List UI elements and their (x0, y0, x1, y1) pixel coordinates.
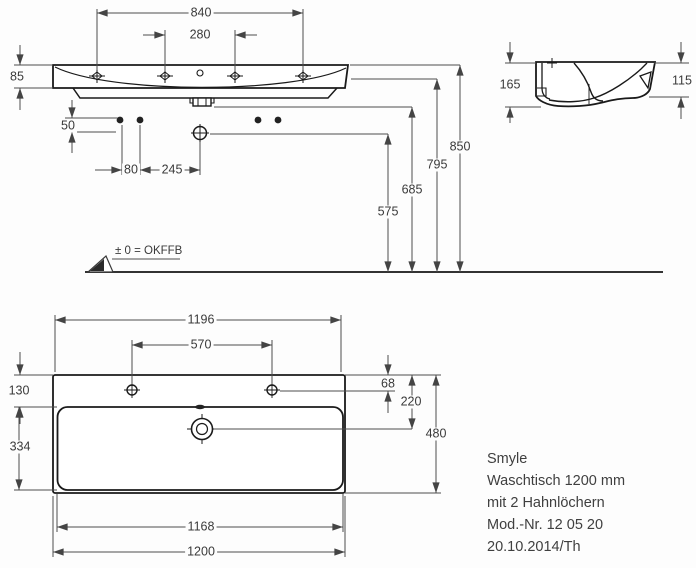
dim-label-1200: 1200 (185, 544, 217, 559)
dim-label-115: 115 (670, 73, 694, 88)
product-name: Smyle (487, 451, 528, 467)
dim-label-840: 840 (188, 5, 214, 20)
front-view-drawing (52, 64, 350, 142)
dim-label-245: 245 (159, 162, 185, 177)
dim-label-685: 685 (399, 182, 425, 197)
dim-label-220: 220 (398, 394, 424, 409)
tap-hole-right (264, 382, 280, 398)
overflow-hole (196, 69, 204, 77)
dim-label-575: 575 (375, 204, 401, 219)
side-view-drawing (535, 58, 657, 108)
dim-label-850: 850 (447, 139, 473, 154)
product-holes: mit 2 Hahnlöchern (487, 495, 605, 511)
dim-label-80: 80 (122, 162, 140, 177)
product-type: Waschtisch 1200 mm (487, 473, 626, 489)
drain-hole-symbol (187, 414, 217, 444)
product-date: 20.10.2014/Th (487, 539, 581, 555)
dim-label-1168: 1168 (185, 519, 217, 534)
dim-label-480: 480 (423, 426, 449, 441)
product-model: Mod.-Nr. 12 05 20 (487, 517, 604, 533)
plan-view-drawing (52, 374, 346, 494)
drain-fitting (189, 97, 215, 107)
overflow-slot (195, 404, 205, 410)
fixing-holes (116, 116, 282, 124)
dim-label-795: 795 (424, 157, 450, 172)
dim-label-85: 85 (8, 69, 26, 84)
mounting-triangle-hole (639, 70, 652, 90)
tap-hole-left (124, 382, 140, 398)
dim-label-280: 280 (187, 27, 213, 42)
dim-label-50: 50 (59, 118, 77, 133)
drain-center-symbol (191, 124, 209, 142)
datum-label: ± 0 = OKFFB (113, 245, 185, 258)
dim-label-334: 334 (7, 439, 33, 454)
dimension-lines (14, 9, 689, 557)
dim-label-165: 165 (497, 77, 523, 92)
dim-label-570: 570 (188, 337, 214, 352)
dim-label-130: 130 (6, 383, 32, 398)
dim-label-68: 68 (379, 376, 397, 391)
datum-symbol (86, 255, 180, 273)
product-info-block: Smyle Waschtisch 1200 mm mit 2 Hahnlöche… (487, 448, 625, 558)
dim-label-1196: 1196 (185, 312, 217, 327)
tap-hole-marks (89, 69, 311, 83)
